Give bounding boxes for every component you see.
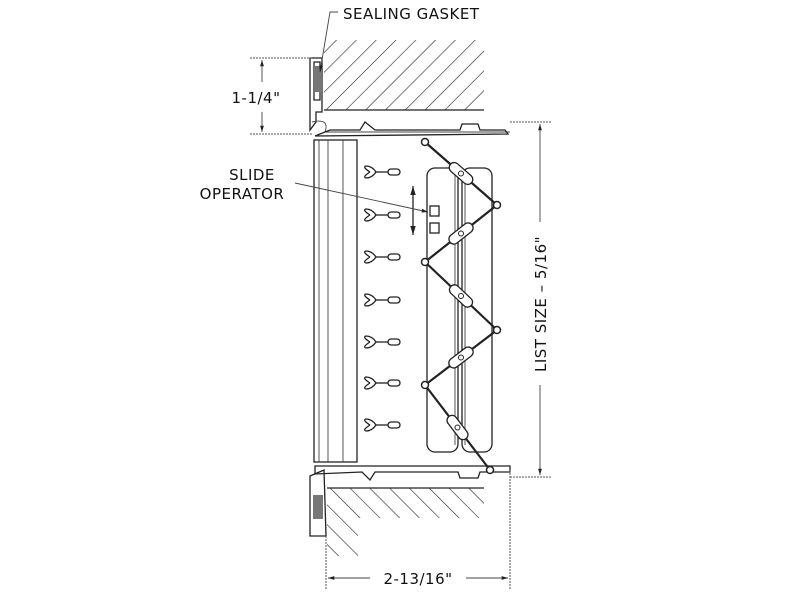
pin-head [364,250,377,264]
blade-linkage [420,137,502,475]
pin-sleeve [387,421,401,429]
pin [364,293,401,307]
pin-head [364,335,377,349]
pin [364,165,401,179]
sealing-gasket [314,66,322,92]
pin [364,335,401,349]
slide-operator [410,186,440,235]
pin-sleeve [387,379,401,387]
linkage-node [485,465,495,475]
linkage-node [420,380,430,390]
link-pivot [458,293,464,299]
pin [364,376,401,390]
pin-sleeve [387,211,401,219]
pin [364,250,401,264]
link-pivot [454,424,461,431]
blade-link [446,414,469,441]
pin-head [364,165,377,179]
blade-link [448,346,474,369]
slide-operator-label-line2: OPERATOR [200,185,285,203]
pin-sleeve [387,296,401,304]
slide-operator-leader [294,182,429,213]
depth-label: 2-13/16" [383,570,452,588]
pin-head [364,376,377,390]
linkage-node [492,200,502,210]
pin-head [364,293,377,307]
link-pivot [458,230,464,237]
linkage-node [492,325,502,335]
linkage-node [420,257,430,267]
pin-sleeve [387,338,401,346]
pin [364,208,401,222]
link-pivot [458,170,464,177]
flange-height-dimension [250,57,312,135]
flange-height-label: 1-1/4" [232,89,281,107]
top-wall-section [324,40,484,111]
blade-link [448,284,474,308]
pin [364,418,401,432]
blade-channel [426,167,493,453]
list-size-label: LIST SIZE – 5/16" [532,236,550,372]
pin-head [364,208,377,222]
slide-operator-label-line1: SLIDE [229,166,275,184]
bottom-wall-section [327,487,484,556]
pin-sleeve [387,168,401,176]
blade-link [448,161,474,186]
pin-sleeve [387,253,401,261]
linkage-node [420,137,430,147]
sealing-gasket-leader [319,11,338,73]
pin-head [364,418,377,432]
link-pivot [458,354,464,361]
pin-column [364,165,401,432]
depth-dimension [325,470,511,590]
blade-link [448,222,474,245]
list-size-dimension [510,121,552,478]
sealing-gasket-label: SEALING GASKET [343,5,480,23]
